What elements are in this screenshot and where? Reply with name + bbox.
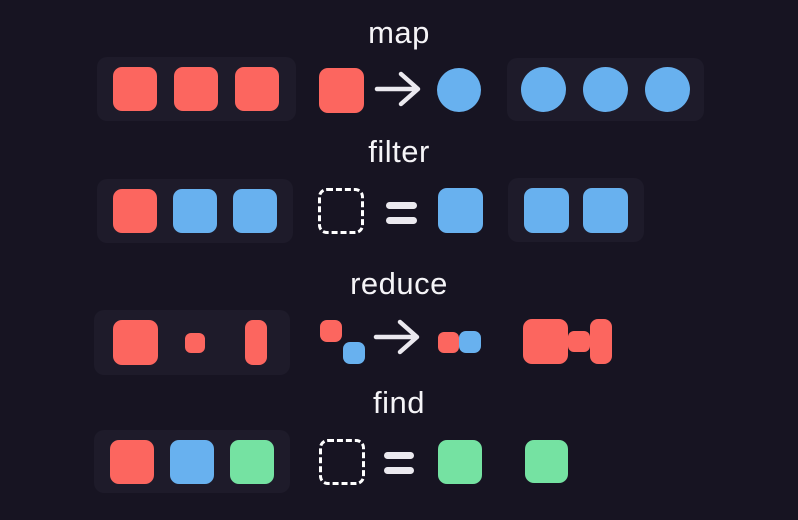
filter-output-panel [508,178,644,242]
reduce-combined-blue-square [459,331,481,353]
find-label: find [373,385,425,420]
map-input-square-1 [113,67,157,111]
map-input-panel [97,57,296,121]
reduce-pair-red-square [320,320,342,342]
reduce-accumulator-pair [320,320,365,365]
reduce-input-square-large [113,320,158,365]
equals-icon [386,202,417,224]
filter-input-square-2 [173,189,217,233]
map-input-square-3 [235,67,279,111]
reduce-input-panel [94,310,290,375]
reduce-input-square-small [185,332,205,353]
find-result-square [525,440,568,483]
find-input-panel [94,430,290,493]
merged-part-large-square [523,319,568,364]
filter-input-panel [97,179,293,243]
filter-input-square-1 [113,189,157,233]
map-input-square-2 [174,67,218,111]
dashed-square-icon [318,188,364,234]
arrow-icon [371,315,423,359]
reduce-pair-blue-square [343,342,365,364]
find-input-square-3 [230,439,274,484]
filter-label: filter [368,134,430,169]
map-output-circle-2 [583,67,628,112]
reduce-combined-red-square [438,331,459,353]
find-input-square-2 [170,439,214,484]
reduce-input-rect-tall [245,320,267,365]
reduce-combined-pair [438,331,481,353]
filter-output-square-2 [583,187,628,233]
dashed-square-icon [319,439,365,485]
map-callback-output-circle [437,68,481,112]
map-output-panel [507,58,704,121]
reduce-result-merged-shape [523,319,612,364]
map-output-circle-1 [521,67,566,112]
find-match-square [438,440,482,484]
map-callback-input-square [319,68,364,113]
filter-match-square [438,188,483,233]
find-input-square-1 [110,439,154,484]
equals-icon [384,452,414,474]
arrow-icon [372,67,424,111]
map-label: map [368,15,430,50]
map-output-circle-3 [645,67,690,112]
reduce-label: reduce [350,266,448,301]
merged-part-connector [568,331,590,352]
merged-part-rect-tall [590,319,612,364]
filter-output-square-1 [524,187,569,233]
filter-input-square-3 [233,189,277,233]
